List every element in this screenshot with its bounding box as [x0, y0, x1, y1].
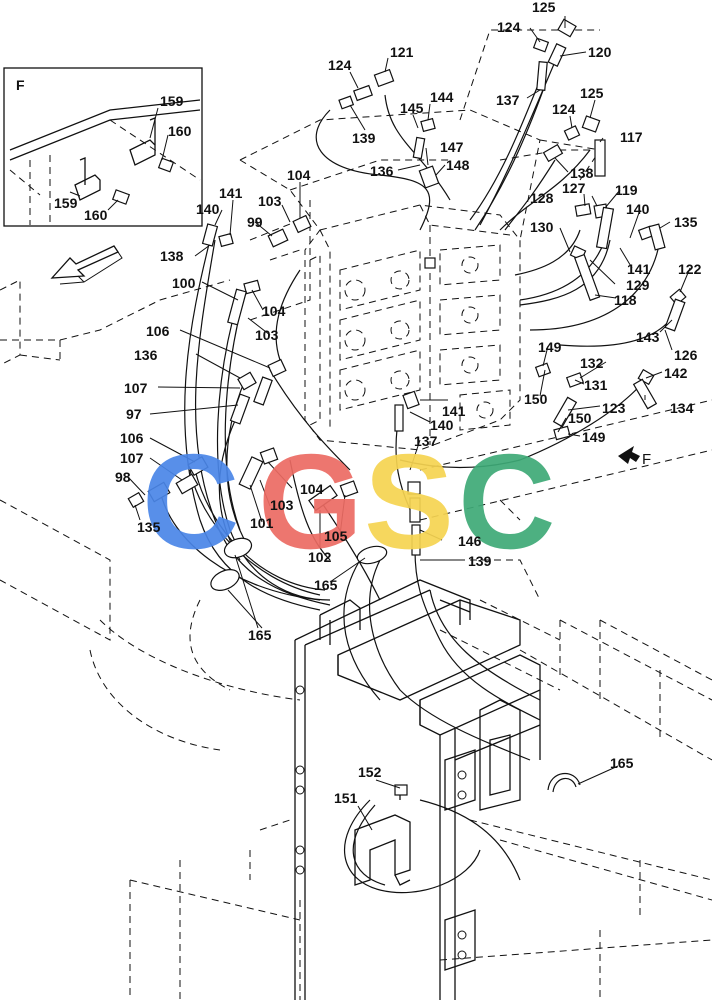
callout-103-bottom: 103 [270, 497, 294, 513]
callout-151: 151 [334, 790, 358, 806]
watermark-letter-g: G [258, 426, 363, 577]
callout-104-top: 104 [287, 167, 311, 183]
callout-150-bottom: 150 [568, 410, 592, 426]
callout-105: 105 [324, 528, 348, 544]
callout-137-top: 137 [496, 92, 520, 108]
callout-142: 142 [664, 365, 688, 381]
callout-140-bottom: 140 [430, 417, 454, 433]
callout-132: 132 [580, 355, 604, 371]
detail-callout-160-bottom: 160 [84, 207, 108, 223]
callout-104-mid: 104 [262, 303, 286, 319]
callout-140-left: 140 [196, 201, 220, 217]
callout-129: 129 [626, 277, 650, 293]
callout-126: 126 [674, 347, 698, 363]
callout-139-top: 139 [352, 130, 376, 146]
callout-labels: 125 124 120 121 124 137 144 145 139 125 … [16, 0, 702, 806]
callout-136-left: 136 [134, 347, 158, 363]
callout-125-top: 125 [532, 0, 556, 15]
callout-121: 121 [390, 44, 414, 60]
callout-123: 123 [602, 400, 626, 416]
callout-130: 130 [530, 219, 554, 235]
callout-119: 119 [615, 182, 638, 198]
view-marker-label: F [642, 451, 651, 468]
callout-98: 98 [115, 469, 131, 485]
detail-letter: F [16, 77, 25, 93]
callout-135-right: 135 [674, 214, 698, 230]
callout-124-mid: 124 [328, 57, 352, 73]
callout-106-bottom: 106 [120, 430, 144, 446]
fittings [127, 18, 687, 556]
callout-102: 102 [308, 549, 332, 565]
callout-141-right: 141 [627, 261, 651, 277]
callout-117: 117 [620, 129, 643, 145]
callout-146: 146 [458, 533, 482, 549]
callout-149-top: 149 [538, 339, 562, 355]
callout-144: 144 [430, 89, 454, 105]
callout-107-bottom: 107 [120, 450, 144, 466]
callout-138-right: 138 [570, 165, 594, 181]
hose-clamps [210, 537, 581, 793]
callout-138-left: 138 [160, 248, 184, 264]
callout-148: 148 [446, 157, 470, 173]
callout-125-mid: 125 [580, 85, 604, 101]
chassis-frame [0, 279, 712, 1000]
callout-120: 120 [588, 44, 612, 60]
leader-lines [127, 16, 691, 831]
callout-103-top: 103 [258, 193, 282, 209]
callout-147: 147 [440, 139, 464, 155]
callout-152: 152 [358, 764, 382, 780]
callout-150-top: 150 [524, 391, 548, 407]
direction-arrow [50, 245, 123, 285]
callout-97: 97 [126, 406, 142, 422]
callout-106-top: 106 [146, 323, 170, 339]
callout-124-top: 124 [497, 19, 521, 35]
callout-134: 134 [670, 400, 694, 416]
callout-137-mid: 137 [414, 433, 438, 449]
callout-165-right: 165 [610, 755, 634, 771]
callout-141-bottom: 141 [442, 403, 466, 419]
callout-165-center: 165 [314, 577, 338, 593]
control-valve-block [239, 29, 601, 451]
detail-inset [3, 67, 203, 227]
callout-136-top: 136 [370, 163, 394, 179]
callout-165-left: 165 [248, 627, 272, 643]
callout-101: 101 [250, 515, 274, 531]
callout-143: 143 [636, 329, 660, 345]
callout-128: 128 [530, 190, 554, 206]
watermark-letter-c2: C [458, 426, 556, 577]
callout-127: 127 [562, 180, 586, 196]
callout-149-bottom: 149 [582, 429, 606, 445]
callout-104-bottom: 104 [300, 481, 324, 497]
watermark-letter-s: S [364, 426, 454, 577]
callout-124-right: 124 [552, 101, 576, 117]
detail-callout-160-top: 160 [168, 123, 192, 139]
watermark: C G S C [142, 426, 556, 577]
callout-135-left: 135 [137, 519, 161, 535]
callout-99: 99 [247, 214, 263, 230]
mounting-bracket [294, 579, 541, 1000]
callout-131: 131 [584, 377, 608, 393]
view-f-arrow [618, 446, 640, 464]
detail-callout-159-top: 159 [160, 93, 184, 109]
watermark-letter-c1: C [142, 426, 240, 577]
callout-145: 145 [400, 100, 424, 116]
detail-callout-159-bottom: 159 [54, 195, 78, 211]
callout-122: 122 [678, 261, 702, 277]
hoses [159, 49, 681, 894]
callout-139-bottom: 139 [468, 553, 492, 569]
callout-141-left: 141 [219, 185, 243, 201]
callout-140-right: 140 [626, 201, 650, 217]
callout-100: 100 [172, 275, 196, 291]
callout-103-mid: 103 [255, 327, 279, 343]
callout-107-top: 107 [124, 380, 148, 396]
callout-118: 118 [614, 292, 637, 308]
